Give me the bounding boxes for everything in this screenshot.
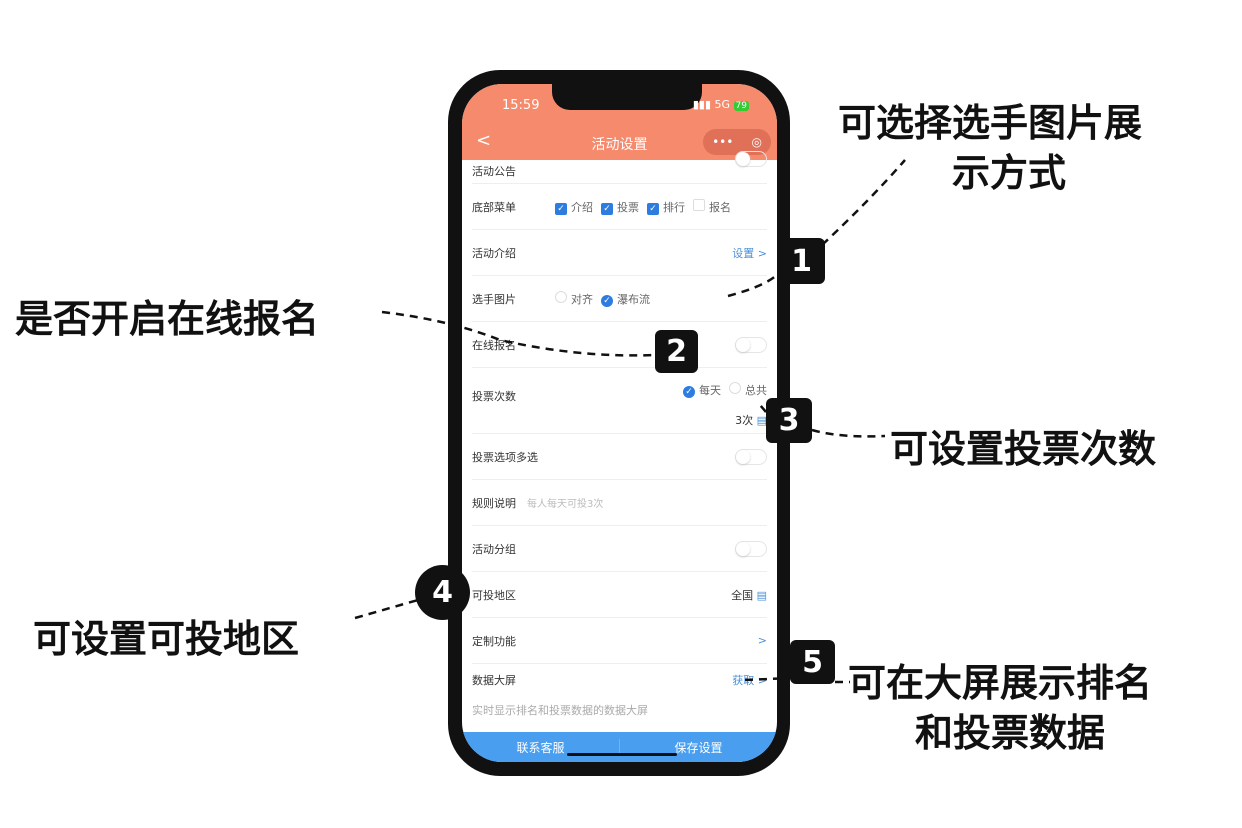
battery-icon: 79 [733,101,749,111]
footer-bar: 联系客服 保存设置 [462,732,777,762]
badge-2: 2 [655,330,698,373]
announcement-toggle[interactable] [735,150,767,167]
row-bottom-menu: 底部菜单 ✓介绍 ✓投票 ✓排行 报名 [472,184,767,230]
dashboard-desc: 实时显示排名和投票数据的数据大屏 [472,704,648,717]
radio-total[interactable]: 总共 [721,382,767,398]
row-player-photo: 选手图片 对齐 ✓瀑布流 [472,276,767,322]
line-2 [381,310,656,357]
edit-icon: ▤ [756,588,767,602]
status-signal: ▮▮▮ 5G 79 [692,98,749,111]
checkbox-rank[interactable]: ✓排行 [639,199,685,215]
annotation-5-line2: 和投票数据 [915,711,1106,755]
checkbox-intro[interactable]: ✓介绍 [547,199,593,215]
line-3 [759,404,886,438]
badge-4: 4 [415,565,470,620]
custom-link[interactable]: > [757,634,767,647]
row-label: 选手图片 [472,292,516,306]
row-label: 规则说明 [472,496,516,510]
region-value[interactable]: 全国 ▤ [731,588,767,602]
radio-align[interactable]: 对齐 [547,290,593,307]
edit-icon: ▤ [756,414,767,427]
close-button[interactable]: ◎ [751,135,762,149]
home-indicator [567,753,677,756]
row-custom: 定制功能 > [472,618,767,664]
row-label: 数据大屏 [472,674,516,687]
row-label: 底部菜单 [472,200,516,214]
badge-1: 1 [778,238,825,284]
back-button[interactable]: < [476,130,492,151]
row-grouping: 活动分组 [472,526,767,572]
annotation-5-line1: 可在大屏展示排名 [848,661,1153,705]
network-label: 5G [714,98,731,111]
row-label: 投票次数 [472,390,516,403]
badge-3: 3 [766,398,812,443]
online-signup-toggle[interactable] [735,336,767,353]
line-4 [354,598,419,620]
row-label: 活动分组 [472,542,516,556]
row-multi-select: 投票选项多选 [472,434,767,480]
annotation-2: 是否开启在线报名 [15,297,320,341]
notch [552,84,702,110]
phone-screen: 15:59 ▮▮▮ 5G 79 < 活动设置 ••• ◎ 活动公告 底部菜单 ✓介… [462,84,777,762]
checkbox-signup[interactable]: 报名 [685,198,731,215]
row-label: 活动介绍 [472,246,516,260]
row-announcement: 活动公告 [472,148,767,184]
row-label: 定制功能 [472,634,516,648]
annotation-1-line2: 示方式 [952,151,1067,195]
line-5 [744,676,850,684]
vote-count-value[interactable]: 3次 ▤ [735,414,767,427]
row-label: 投票选项多选 [472,450,538,464]
annotation-4: 可设置可投地区 [33,617,300,661]
rules-input[interactable]: 每人每天可投3次 [527,499,604,510]
intro-settings-link[interactable]: 设置 > [732,246,767,260]
status-time: 15:59 [502,98,540,113]
row-label: 可投地区 [472,588,516,602]
page-title: 活动设置 [591,137,648,153]
save-settings-button[interactable]: 保存设置 [674,740,723,755]
multi-select-toggle[interactable] [735,448,767,465]
contact-support-button[interactable]: 联系客服 [462,738,620,756]
grouping-toggle[interactable] [735,540,767,557]
radio-waterfall[interactable]: ✓瀑布流 [593,291,650,307]
badge-5: 5 [790,640,835,684]
row-label: 活动公告 [472,164,516,178]
more-button[interactable]: ••• [712,135,734,149]
row-intro: 活动介绍 设置 > [472,230,767,276]
row-rules: 规则说明每人每天可投3次 [472,480,767,526]
row-vote-count: 投票次数 ✓每天 总共 3次 ▤ [472,368,767,434]
checkbox-vote[interactable]: ✓投票 [593,199,639,215]
annotation-1-line1: 可选择选手图片展 [838,101,1143,145]
radio-daily[interactable]: ✓每天 [675,382,721,398]
annotation-3: 可设置投票次数 [890,427,1157,471]
row-region: 可投地区 全国 ▤ [472,572,767,618]
nav-header: 15:59 ▮▮▮ 5G 79 < 活动设置 ••• ◎ [462,84,777,160]
